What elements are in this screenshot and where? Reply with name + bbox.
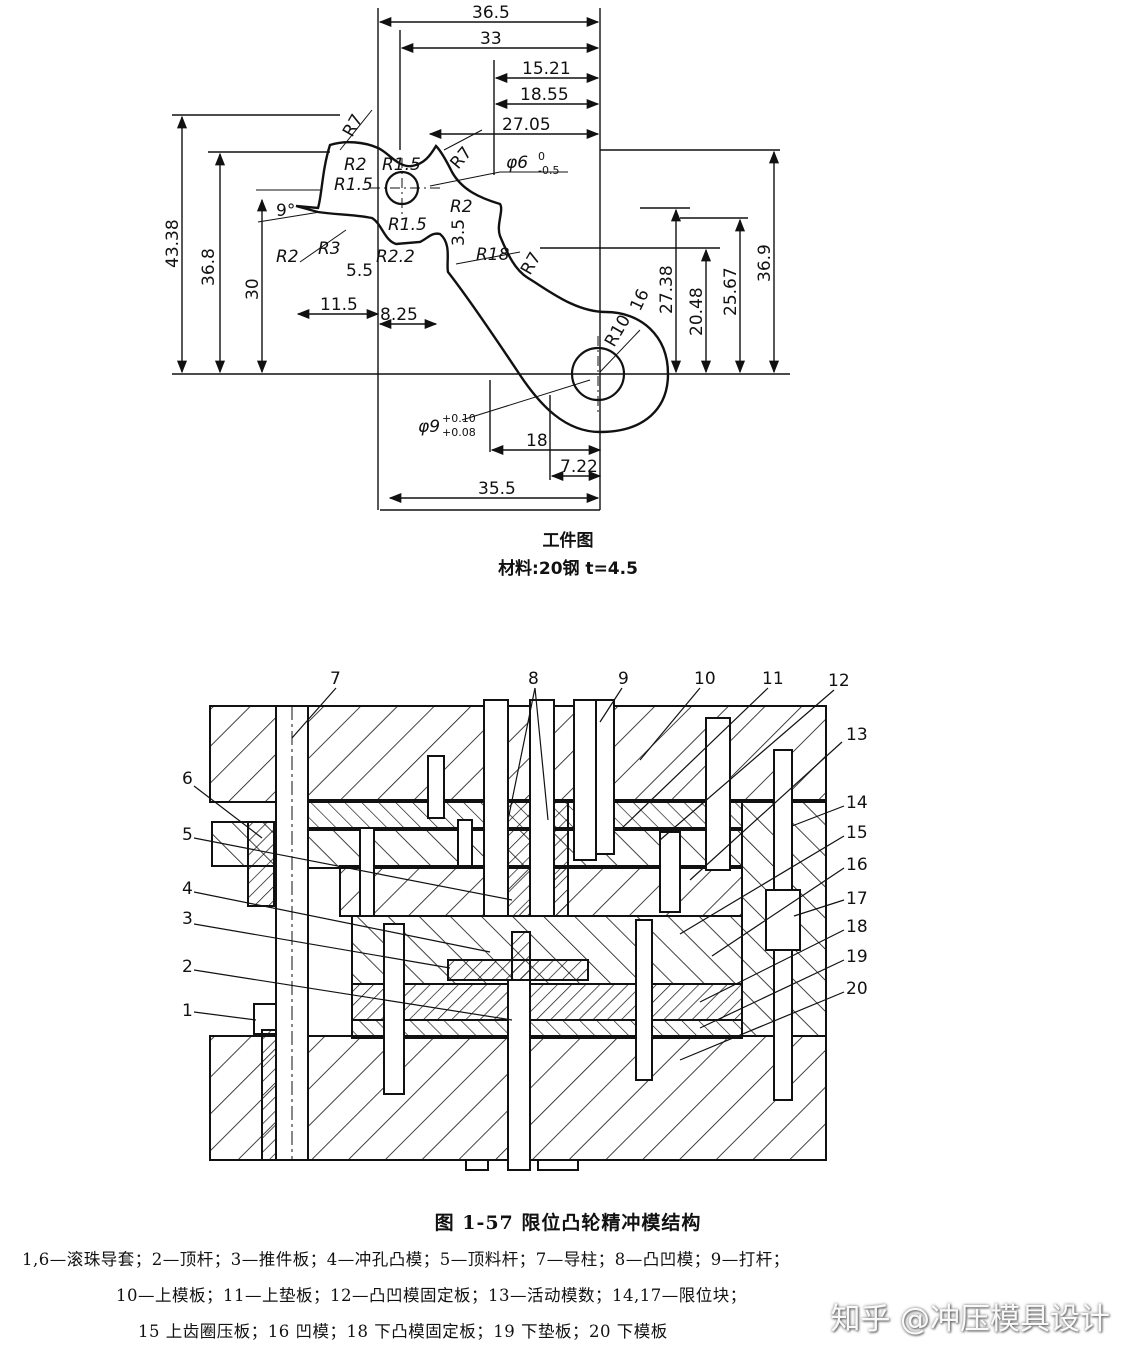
dim-27-38: 27.38 bbox=[657, 265, 677, 314]
dim-33: 33 bbox=[480, 29, 502, 49]
watermark: 知乎 @冲压模具设计 bbox=[830, 1302, 1110, 1337]
callout-1: 1 bbox=[182, 1001, 193, 1021]
dim-7-22: 7.22 bbox=[560, 457, 598, 477]
callout-11: 11 bbox=[762, 669, 784, 689]
dim-11-5: 11.5 bbox=[320, 295, 358, 315]
phi6-tol-lo: -0.5 bbox=[538, 164, 559, 177]
radius-r1-5-left: R1.5 bbox=[334, 175, 373, 195]
radius-r2-2: R2.2 bbox=[376, 247, 415, 267]
angle-9: 9° bbox=[276, 201, 295, 221]
callout-3: 3 bbox=[182, 909, 193, 929]
callout-5: 5 bbox=[182, 825, 193, 845]
legend-line-3: 15 上齿圈压板；16 凹模；18 下凸模固定板；19 下垫板；20 下模板 bbox=[138, 1322, 668, 1341]
callout-8: 8 bbox=[528, 669, 539, 689]
dim-43-38: 43.38 bbox=[163, 219, 183, 268]
radius-r2-top: R2 bbox=[344, 155, 367, 175]
legend-line-2: 10—上模板；11—上垫板；12—凸凹模固定板；13—活动模数；14,17—限位… bbox=[116, 1286, 747, 1305]
callout-18: 18 bbox=[846, 917, 868, 937]
callout-15: 15 bbox=[846, 823, 868, 843]
dim-20-48: 20.48 bbox=[687, 287, 707, 336]
callout-20: 20 bbox=[846, 979, 868, 999]
dim-18-55: 18.55 bbox=[520, 85, 569, 105]
dim-3-5: 3.5 bbox=[449, 219, 469, 246]
callout-13: 13 bbox=[846, 725, 868, 745]
dim-25-67: 25.67 bbox=[721, 267, 741, 316]
callout-14: 14 bbox=[846, 793, 868, 813]
dim-5-5: 5.5 bbox=[346, 261, 373, 281]
workpiece-material: 材料:20钢 t=4.5 bbox=[498, 559, 638, 579]
workpiece-title: 工件图 bbox=[542, 531, 594, 551]
dim-36-9: 36.9 bbox=[755, 244, 775, 282]
callout-2: 2 bbox=[182, 957, 193, 977]
dim-36-5: 36.5 bbox=[472, 3, 510, 23]
dim-30: 30 bbox=[243, 278, 263, 300]
callout-7: 7 bbox=[330, 669, 341, 689]
callout-10: 10 bbox=[694, 669, 716, 689]
phi9-label: φ9 bbox=[418, 417, 440, 437]
radius-r1-5-top: R1.5 bbox=[382, 155, 421, 175]
radius-r3: R3 bbox=[318, 239, 341, 259]
phi9-tol-lo: +0.08 bbox=[442, 426, 476, 439]
radius-r1-5-mid: R1.5 bbox=[388, 215, 427, 235]
figure-caption: 图 1-57 限位凸轮精冲模结构 bbox=[434, 1212, 702, 1234]
dim-35-5: 35.5 bbox=[478, 479, 516, 499]
callout-4: 4 bbox=[182, 879, 193, 899]
dim-36-8: 36.8 bbox=[199, 248, 219, 286]
dim-27-05: 27.05 bbox=[502, 115, 551, 135]
radius-r18: R18 bbox=[476, 245, 510, 265]
dim-18: 18 bbox=[526, 431, 548, 451]
callout-19: 19 bbox=[846, 947, 868, 967]
die-assembly-drawing: 7 8 9 10 11 12 13 14 15 16 17 18 19 20 6… bbox=[182, 669, 868, 1171]
callout-12: 12 bbox=[828, 671, 850, 691]
radius-r2-left: R2 bbox=[276, 247, 299, 267]
radius-r2-right: R2 bbox=[450, 197, 473, 217]
callout-16: 16 bbox=[846, 855, 868, 875]
dim-15-21: 15.21 bbox=[522, 59, 571, 79]
phi6-tol-up: 0 bbox=[538, 150, 545, 163]
legend-line-1: 1,6—滚珠导套；2—顶杆；3—推件板；4—冲孔凸模；5—顶料杆；7—导柱；8—… bbox=[22, 1250, 790, 1269]
phi9-tol-up: +0.10 bbox=[442, 412, 476, 425]
phi6-label: φ6 bbox=[506, 153, 528, 173]
callout-9: 9 bbox=[618, 669, 629, 689]
callout-17: 17 bbox=[846, 889, 868, 909]
callout-6: 6 bbox=[182, 769, 193, 789]
dim-8-25: 8.25 bbox=[380, 305, 418, 325]
workpiece-drawing: 36.5 33 15.21 18.55 27.05 11.5 8.25 5.5 … bbox=[163, 3, 790, 511]
